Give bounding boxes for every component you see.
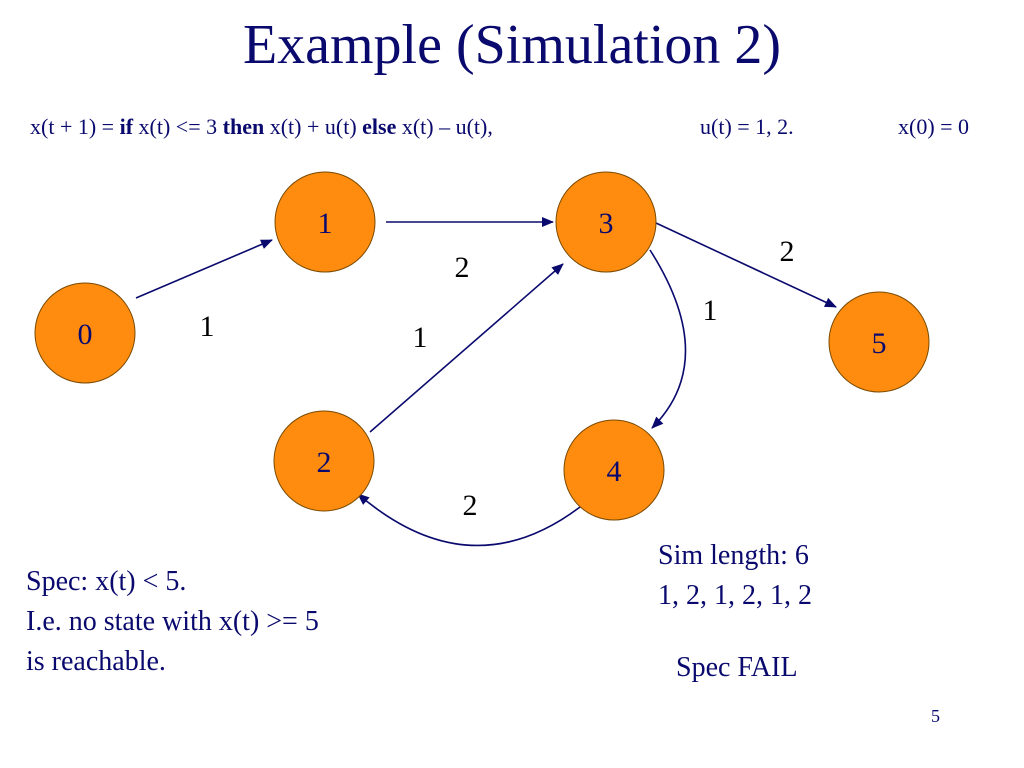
node-label-4: 4 [607,455,622,488]
slide-title: Example (Simulation 2) [242,14,782,76]
edge-label-0-1: 1 [200,310,215,343]
node-4: 4 [563,419,665,521]
edge-4-2 [357,493,581,547]
edge-2-3 [369,263,564,433]
keyword-else: else [362,114,397,139]
formula-initial-state: x(0) = 0 [898,114,970,139]
sim-sequence-line: 1, 2, 1, 2, 1, 2 [658,580,812,611]
node-1: 1 [274,171,376,273]
edges [135,217,837,547]
spec-result: Spec FAIL [676,652,798,683]
keyword-if: if [119,114,134,139]
formula-else-expr: x(t) – u(t), [396,114,493,139]
edge-label-2-3: 1 [413,321,428,354]
edge-label-3-4: 1 [703,294,718,327]
keyword-then: then [222,114,265,139]
node-2: 2 [273,410,375,512]
formula-condition: x(t) <= 3 [133,114,223,139]
formula-then-expr: x(t) + u(t) [264,114,363,139]
edge-label-1-3: 2 [455,251,470,284]
transition-formula: x(t + 1) = if x(t) <= 3 then x(t) + u(t)… [30,114,493,140]
edge-3-4 [649,249,687,429]
edge-label-3-5: 2 [780,235,795,268]
node-3: 3 [555,171,657,273]
formula-lhs: x(t + 1) = [30,114,120,139]
node-5: 5 [828,291,930,393]
edge-labels: 1 2 1 2 1 2 [200,235,795,522]
node-label-2: 2 [317,446,332,479]
edge-label-4-2: 2 [463,489,478,522]
spec-line-2: I.e. no state with x(t) >= 5 [26,606,319,637]
nodes: 0 1 2 3 4 5 [34,171,930,521]
sim-note: Sim length: 6 1, 2, 1, 2, 1, 2 [658,536,812,616]
sim-length-line: Sim length: 6 [658,540,809,571]
spec-note: Spec: x(t) < 5. I.e. no state with x(t) … [26,562,319,682]
spec-line-3: is reachable. [26,646,166,677]
spec-line-1: Spec: x(t) < 5. [26,566,187,597]
node-label-1: 1 [318,207,333,240]
edge-0-1 [135,239,273,299]
node-label-0: 0 [78,318,93,351]
formula-inputs: u(t) = 1, 2. [700,114,794,139]
node-label-5: 5 [872,327,887,360]
node-label-3: 3 [599,207,614,240]
page-number: 5 [931,706,940,726]
edge-3-5 [655,222,837,308]
node-0: 0 [34,282,136,384]
